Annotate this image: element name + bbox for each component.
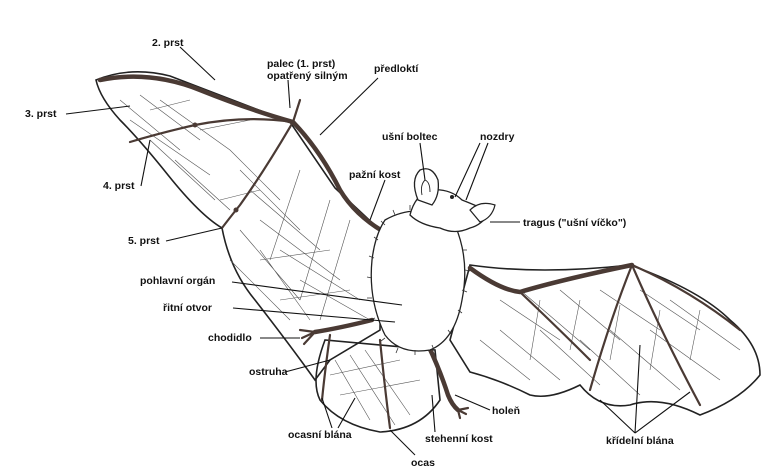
label-chodidlo: chodidlo — [208, 332, 252, 344]
label-pohlavni-organ: pohlavní orgán — [140, 275, 215, 287]
label-prst2: 2. prst — [152, 37, 184, 49]
label-prst5: 5. prst — [128, 235, 160, 247]
label-ostruha: ostruha — [249, 366, 288, 378]
label-predlokti: předloktí — [374, 63, 419, 75]
label-palec-line2: opatřený silným — [267, 70, 348, 82]
label-ritni-otvor: řitní otvor — [163, 302, 212, 314]
label-palec-line1: palec (1. prst) — [267, 58, 335, 70]
label-pazni-kost: pažní kost — [349, 169, 401, 181]
label-nozdry: nozdry — [480, 131, 515, 143]
label-stehenni-kost: stehenní kost — [425, 433, 493, 445]
label-kridelni-blana: křídelní blána — [606, 435, 674, 447]
label-tragus: tragus ("ušní víčko") — [523, 217, 626, 229]
label-ocasni-blana: ocasní blána — [288, 429, 352, 441]
bat-head — [410, 169, 495, 232]
label-ocas: ocas — [411, 457, 435, 469]
label-prst3: 3. prst — [25, 108, 57, 120]
label-holen: holeň — [492, 405, 520, 417]
right-wing — [450, 265, 760, 415]
label-prst4: 4. prst — [103, 180, 135, 192]
label-usni-boltec: ušní boltec — [382, 131, 438, 143]
